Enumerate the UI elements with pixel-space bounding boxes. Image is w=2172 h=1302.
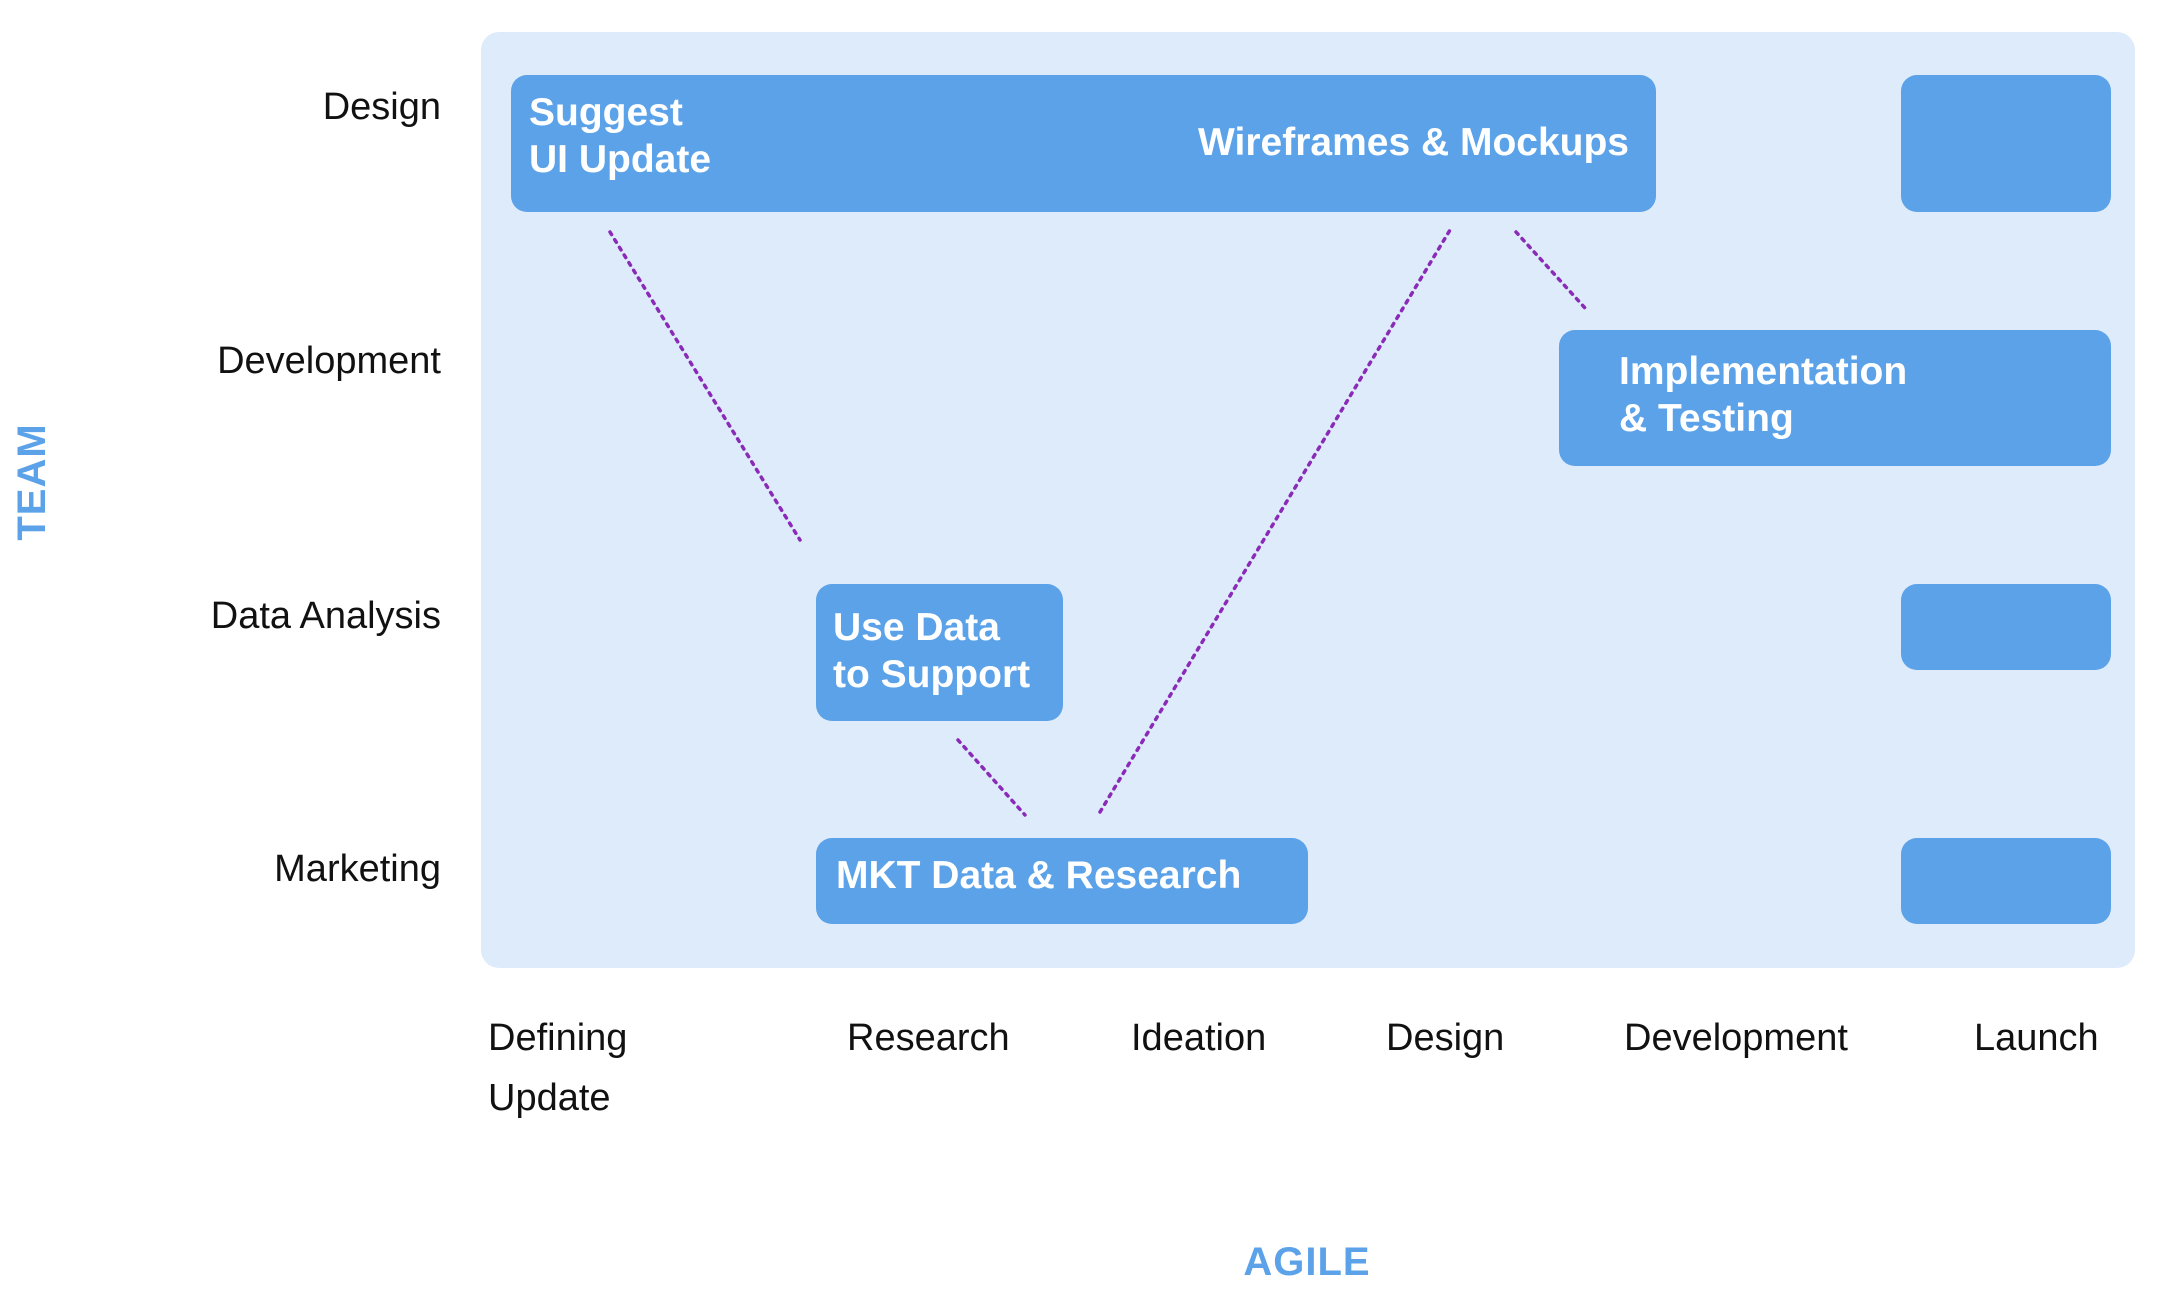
axis-title-agile: AGILE (1243, 1240, 1371, 1284)
row-label-marketing: Marketing (274, 848, 441, 890)
block-use-data-support: Use Data to Support (816, 584, 1063, 721)
block-text-suggest-ui-update: Suggest UI Update (529, 91, 712, 181)
col-label-design: Design (1386, 1017, 1505, 1059)
block-design-wide: Suggest UI Update Wireframes & Mockups (511, 75, 1656, 212)
block-design-launch (1901, 75, 2111, 212)
row-label-data-analysis: Data Analysis (210, 595, 441, 637)
col-label-ideation: Ideation (1131, 1017, 1267, 1059)
block-data-analysis-launch (1901, 584, 2111, 670)
block-implementation-testing: Implementation & Testing (1559, 330, 2111, 466)
col-label-defining-update: Defining Update (488, 1017, 628, 1119)
col-label-development: Development (1624, 1017, 1848, 1059)
block-text-implementation-testing: Implementation & Testing (1619, 350, 1908, 440)
row-label-development: Development (217, 340, 441, 382)
col-label-research: Research (847, 1017, 1010, 1059)
block-text-use-data-support: Use Data to Support (833, 606, 1031, 696)
row-label-design: Design (322, 86, 441, 128)
block-mkt-data-research: MKT Data & Research (816, 838, 1308, 924)
block-text-wireframes-mockups: Wireframes & Mockups (1198, 121, 1629, 164)
axis-title-team: TEAM (10, 423, 54, 541)
col-label-launch: Launch (1974, 1017, 2099, 1059)
block-marketing-launch (1901, 838, 2111, 924)
block-text-mkt-data-research: MKT Data & Research (836, 854, 1242, 897)
